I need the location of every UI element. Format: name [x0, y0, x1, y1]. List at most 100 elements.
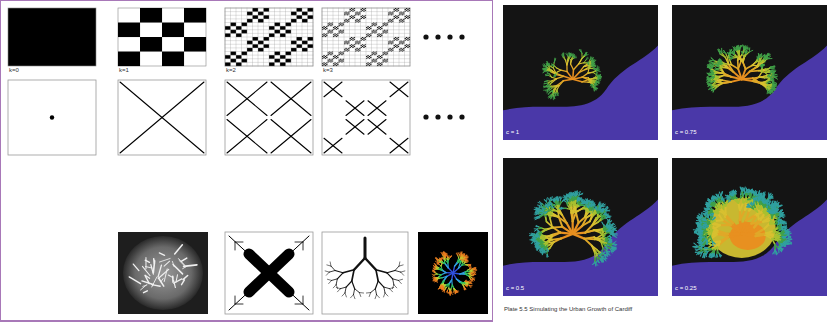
grid-cell [269, 26, 275, 30]
grid-cell [406, 44, 407, 46]
shape [456, 291, 458, 292]
grid-cell [389, 11, 390, 13]
grid-cell [323, 55, 324, 57]
shape [470, 269, 473, 271]
grid-cell [275, 30, 281, 34]
shape [571, 64, 574, 70]
grid-cell [264, 15, 270, 19]
grid-cell [402, 41, 403, 43]
shape [592, 64, 594, 66]
grid-cell [356, 49, 357, 51]
grid-cell [275, 52, 281, 56]
shape [441, 266, 442, 270]
shape [445, 287, 447, 290]
grid-cell [348, 11, 349, 13]
shape [433, 271, 435, 273]
grid-cell [363, 39, 364, 41]
grid-cell [337, 62, 338, 64]
shape [179, 259, 185, 266]
shape [446, 255, 448, 257]
shape [435, 280, 437, 281]
shape [723, 82, 731, 83]
grid-cell [236, 62, 242, 66]
shape [598, 78, 601, 79]
shape [545, 81, 548, 82]
grid-cell [362, 44, 363, 46]
shape [225, 51, 313, 52]
shape [438, 260, 441, 262]
grid-cell [334, 56, 335, 58]
grid-cell [334, 35, 335, 37]
grid-cell [403, 11, 404, 13]
shape [327, 279, 331, 280]
grid-cell [348, 49, 349, 51]
shape [466, 282, 469, 283]
shape [464, 261, 465, 263]
shape [707, 73, 711, 75]
grid-cell [385, 61, 386, 63]
grid-cell [365, 37, 366, 39]
shape [551, 91, 553, 92]
shape [441, 286, 442, 288]
grid-cell [358, 21, 359, 23]
shape [285, 8, 286, 66]
grid-cell [329, 51, 330, 53]
grid-cell [356, 20, 357, 22]
shape [465, 280, 467, 281]
grid-cell [332, 29, 333, 31]
grid-cell [347, 14, 348, 16]
shape [592, 85, 593, 87]
shape [549, 96, 552, 99]
land [672, 5, 827, 140]
grid-cell [242, 52, 248, 56]
grid-cell [376, 51, 377, 53]
shape [449, 288, 450, 291]
grid-cell [355, 50, 356, 52]
grid-cell [333, 27, 334, 29]
grid-cell [406, 46, 407, 48]
grid-cell [389, 49, 390, 51]
shape [593, 69, 595, 71]
shape [322, 44, 410, 45]
shape [296, 8, 297, 66]
shape [469, 282, 471, 283]
grid-cell [269, 33, 275, 37]
grid-cell [396, 8, 397, 10]
grid-cell [400, 49, 401, 51]
grid-cell [366, 56, 367, 58]
grid-cell [381, 55, 382, 57]
shape [457, 255, 458, 258]
cardiff-map [503, 5, 658, 140]
shape [332, 279, 338, 281]
shape [557, 68, 561, 70]
shape [545, 80, 548, 82]
grid-cell [367, 26, 368, 28]
sea [672, 46, 827, 141]
grid-cell [358, 14, 359, 16]
grid-cell [398, 15, 399, 17]
shape [474, 271, 476, 273]
shape [390, 138, 408, 153]
grid-cell [258, 48, 264, 52]
grid-cell [344, 43, 345, 45]
grid-cell [377, 36, 378, 38]
shape [442, 270, 446, 273]
shape [447, 290, 448, 292]
grid-cell [394, 8, 395, 10]
grid-cell [366, 57, 367, 59]
shape [442, 252, 444, 255]
grid-cell [330, 52, 331, 54]
shape [592, 65, 594, 66]
shape [346, 120, 364, 135]
shape [453, 291, 455, 292]
grid-fractal [118, 8, 206, 66]
grid-cell [351, 17, 352, 19]
grid-cell [391, 12, 392, 14]
shape [547, 86, 549, 88]
grid-cell [381, 56, 382, 58]
shape [570, 54, 572, 56]
shape [449, 292, 450, 294]
shape [449, 291, 451, 293]
shape [542, 69, 545, 71]
shape [710, 74, 713, 75]
